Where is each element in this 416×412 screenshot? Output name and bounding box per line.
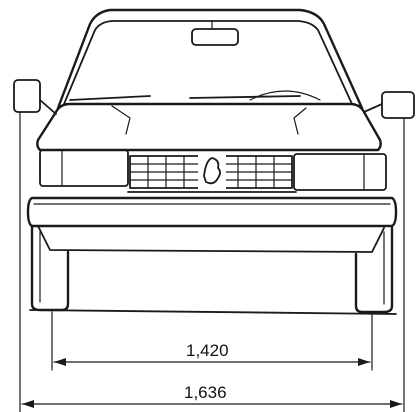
bonnet-crease-right xyxy=(293,107,307,135)
tyre-right xyxy=(354,226,394,314)
mirror-right xyxy=(363,91,415,119)
arrow-right-icon xyxy=(358,358,370,366)
mirror-left xyxy=(13,79,57,115)
arrow-left-overall-icon xyxy=(22,400,34,408)
headlight-left xyxy=(39,149,129,187)
front-bumper xyxy=(26,196,398,228)
arrow-left-icon xyxy=(54,358,66,366)
tyre-left xyxy=(30,224,70,312)
radiator-grille xyxy=(129,154,293,190)
dimension-track: 1,420 xyxy=(51,311,373,371)
lower-valance xyxy=(37,225,385,253)
bonnet-outline xyxy=(36,102,382,152)
windscreen xyxy=(63,20,353,105)
ground-line xyxy=(29,309,397,315)
wiper-right xyxy=(189,95,301,99)
wiper-left xyxy=(69,95,151,101)
bonnet-crease-left xyxy=(111,105,131,135)
headlight-right xyxy=(293,153,387,191)
lion-badge-icon xyxy=(203,157,221,185)
roof-outline xyxy=(56,8,364,110)
steering-wheel-arc xyxy=(249,90,321,101)
car-body xyxy=(13,8,415,315)
overall-width-label: 1,636 xyxy=(184,383,227,402)
track-width-label: 1,420 xyxy=(186,341,229,360)
dimension-overall: 1,636 xyxy=(19,111,405,412)
rearview-mirror xyxy=(191,28,239,46)
arrow-right-overall-icon xyxy=(390,400,402,408)
